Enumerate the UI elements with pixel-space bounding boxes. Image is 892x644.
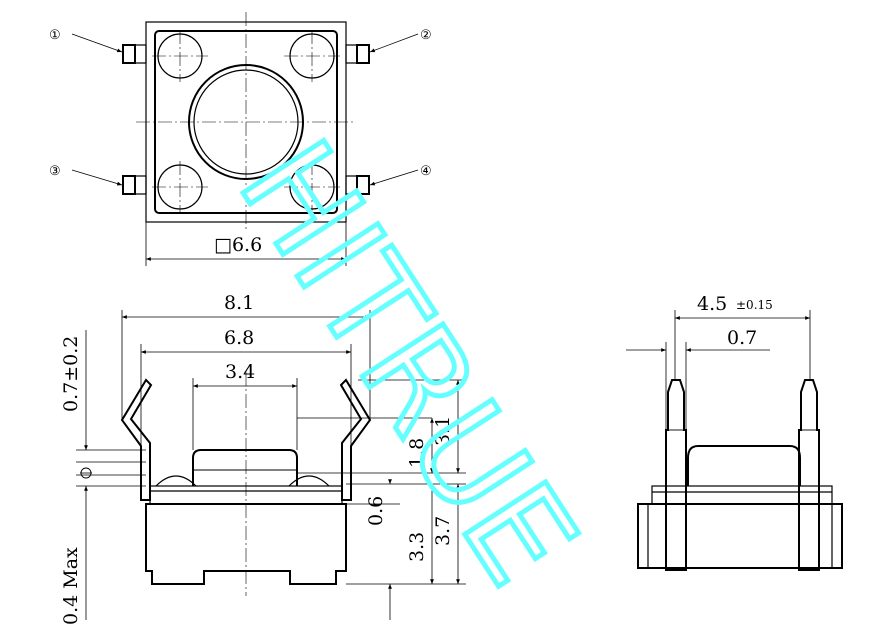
front-boss-right: [288, 475, 330, 487]
dim-overall-height: 3.7: [432, 516, 454, 546]
front-lead-left: [120, 378, 153, 501]
side-plate: [651, 485, 833, 505]
dim-actuator-width: 3.4: [225, 361, 255, 383]
front-actuator: [192, 449, 298, 486]
pin-callout-2: ②: [420, 28, 432, 43]
pin-callout-4: ④: [420, 164, 432, 179]
front-view: 8.1 6.8 3.4 0.7±0.2 0.4 Max: [60, 292, 466, 625]
front-lead-right: [339, 378, 372, 501]
pin-callout-1: ①: [49, 28, 61, 43]
dim-lead-pitch: 4.5: [697, 293, 727, 315]
dim-lead-pitch-tol: ±0.15: [736, 298, 773, 312]
dim-body-height: 3.3: [406, 532, 428, 562]
top-tab-3: [122, 175, 136, 195]
dim-height-total: 3.1: [432, 416, 454, 446]
front-body: [145, 503, 347, 585]
top-view: ① ② ③ ④ □6.6: [49, 12, 432, 266]
top-tab-2: [356, 44, 370, 64]
top-tab-1: [122, 44, 136, 64]
top-actuator-inner: [193, 69, 299, 175]
side-lead-right: [798, 379, 820, 571]
dim-actuator-height: 1.8: [406, 438, 428, 468]
pin-callout-3: ③: [49, 164, 61, 179]
front-boss-left: [155, 475, 197, 487]
side-actuator: [687, 445, 801, 486]
dim-lead-offset: 0.4 Max: [60, 547, 82, 625]
dim-lead-span: 6.8: [224, 327, 254, 349]
side-lead-left: [665, 379, 687, 571]
side-body: [637, 503, 843, 569]
dim-lead-tip: 0.7±0.2: [60, 336, 82, 412]
top-size-label: □6.6: [214, 234, 262, 256]
dim-overall-width: 8.1: [224, 292, 254, 314]
top-actuator-outer: [188, 64, 304, 180]
dim-standoff: 0.6: [365, 496, 387, 526]
dim-lead-width: 0.7: [727, 327, 757, 349]
side-view: 4.5 ±0.15 0.7: [626, 293, 843, 571]
